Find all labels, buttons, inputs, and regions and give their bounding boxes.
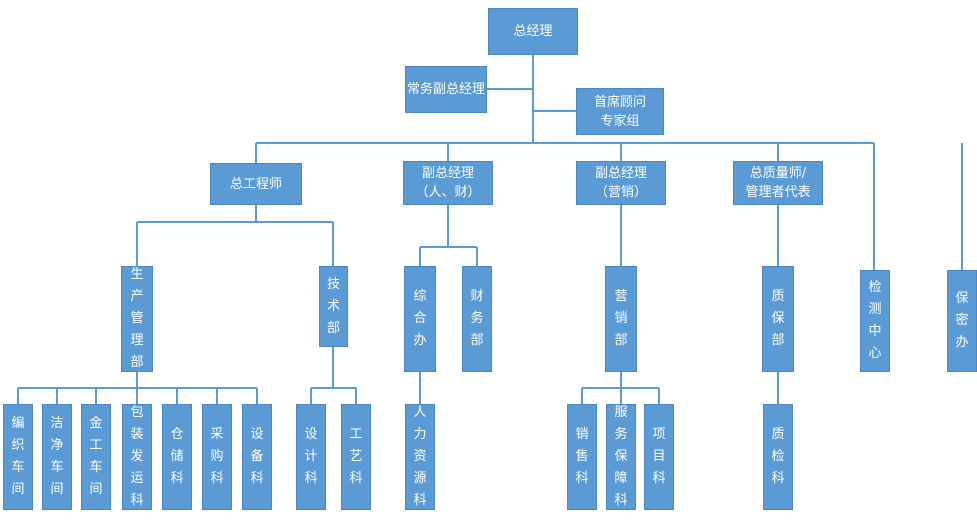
node-chief-advisor-group: 首席顾问 专家组 [576, 88, 664, 135]
node-vp-marketing: 副总经理 （营销） [576, 161, 666, 205]
node-clean-workshop: 洁 净 车 间 [42, 404, 72, 510]
node-warehouse: 仓 储 科 [162, 404, 192, 510]
node-finance-dept: 财 务 部 [462, 266, 492, 372]
node-sales: 销 售 科 [567, 404, 597, 510]
node-chief-quality-officer: 总质量师/ 管理者代表 [733, 161, 823, 205]
node-marketing-dept: 营 销 部 [605, 266, 637, 372]
node-service-support: 服 务 保 障 科 [606, 404, 636, 510]
node-knitting-workshop: 编 织 车 间 [3, 404, 33, 510]
node-design: 设 计 科 [296, 404, 326, 510]
node-tech-dept: 技 术 部 [319, 266, 348, 347]
node-production-dept: 生 产 管 理 部 [121, 266, 153, 372]
node-security-office: 保 密 办 [947, 270, 977, 372]
node-project: 项 目 科 [644, 404, 674, 510]
node-metalwork-workshop: 金 工 车 间 [81, 404, 111, 510]
node-executive-deputy-gm: 常务副总经理 [405, 66, 487, 113]
node-vp-hr-finance: 副总经理 （人、财） [403, 161, 493, 205]
node-purchasing: 采 购 科 [202, 404, 232, 510]
node-human-resources: 人 力 资 源 科 [405, 404, 435, 510]
node-testing-center: 检 测 中 心 [860, 270, 890, 372]
node-quality-inspection: 质 检 科 [763, 404, 793, 510]
node-chief-engineer: 总工程师 [210, 163, 302, 205]
node-admin-office: 综 合 办 [404, 266, 436, 372]
node-general-manager: 总经理 [488, 8, 578, 55]
node-equipment: 设 备 科 [242, 404, 272, 510]
node-packing-shipping: 包 装 发 运 科 [122, 404, 152, 510]
node-process: 工 艺 科 [341, 404, 371, 510]
node-qa-dept: 质 保 部 [762, 266, 794, 372]
